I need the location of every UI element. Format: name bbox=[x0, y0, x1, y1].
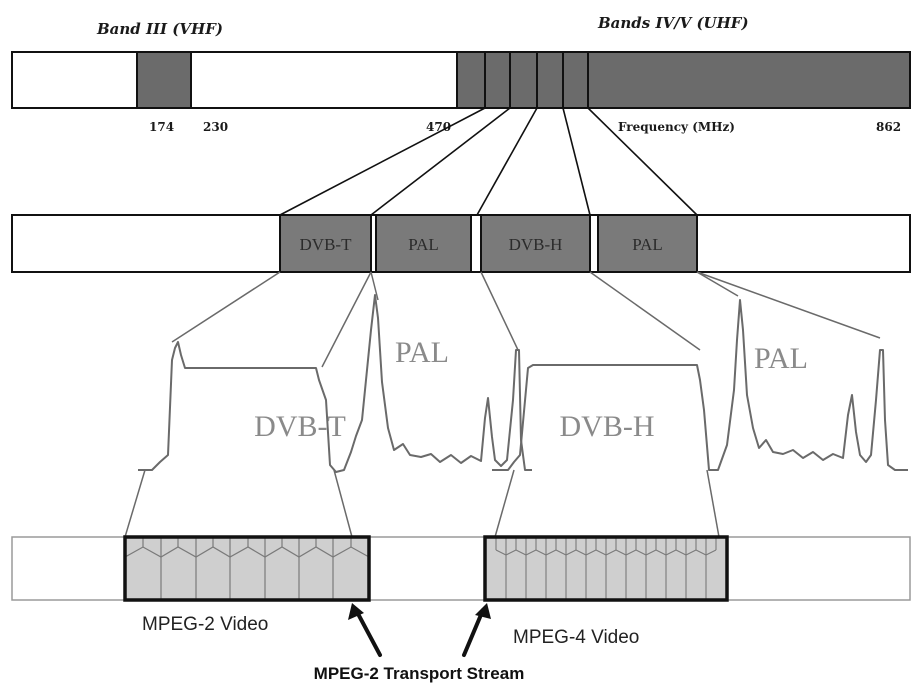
mpeg2-packet-group bbox=[123, 535, 371, 602]
channel-pal-1-label: PAL bbox=[408, 235, 439, 254]
uhf-channel-dividers bbox=[484, 52, 589, 108]
freq-tick-470: 470 bbox=[426, 120, 451, 134]
channel-pal-2 bbox=[597, 214, 698, 273]
channel-pal-2-label: PAL bbox=[632, 235, 663, 254]
mpeg2-video-label: MPEG-2 Video bbox=[142, 614, 268, 635]
band-iii-label: Band III (VHF) bbox=[96, 20, 223, 38]
zoom-lines-lower bbox=[124, 469, 720, 538]
dvbt-waveform bbox=[138, 294, 532, 473]
channel-dvbt-label: DVB-T bbox=[300, 235, 353, 254]
arrow-head-mpeg4 bbox=[475, 603, 491, 619]
transport-stream-arrows bbox=[354, 608, 485, 657]
mpeg4-packet-group bbox=[483, 535, 729, 602]
freq-tick-862: 862 bbox=[876, 120, 901, 134]
arrow-head-mpeg2 bbox=[348, 603, 364, 620]
freq-tick-230: 230 bbox=[203, 120, 228, 134]
signal-pal-1-label: PAL bbox=[395, 336, 449, 369]
bands-iv-v-label: Bands IV/V (UHF) bbox=[597, 14, 749, 32]
channel-pal-1 bbox=[375, 214, 472, 273]
mpeg4-packet-box bbox=[483, 535, 729, 602]
mpeg4-video-label: MPEG-4 Video bbox=[513, 627, 639, 648]
freq-tick-174: 174 bbox=[149, 120, 174, 134]
signal-dvbt-label: DVB-T bbox=[254, 410, 346, 443]
arrow-to-mpeg2 bbox=[354, 608, 382, 657]
zoom-lines-upper bbox=[279, 107, 698, 216]
channel-dvbh bbox=[480, 214, 591, 273]
channel-dvbh-label: DVB-H bbox=[509, 235, 563, 254]
uhf-segment bbox=[456, 51, 911, 109]
dvbh-waveform bbox=[492, 299, 908, 471]
signal-waveforms bbox=[138, 294, 908, 473]
transport-stream-label: MPEG-2 Transport Stream bbox=[314, 664, 525, 683]
channel-dvbt bbox=[279, 214, 372, 273]
mpeg2-packet-box bbox=[123, 535, 371, 602]
signal-dvbh-label: DVB-H bbox=[560, 410, 655, 443]
band-iii-segment bbox=[136, 51, 192, 109]
signal-pal-2-label: PAL bbox=[754, 342, 808, 375]
zoom-lines-middle bbox=[171, 271, 881, 368]
arrow-to-mpeg4 bbox=[462, 608, 485, 657]
frequency-axis-label: Frequency (MHz) bbox=[618, 120, 735, 134]
